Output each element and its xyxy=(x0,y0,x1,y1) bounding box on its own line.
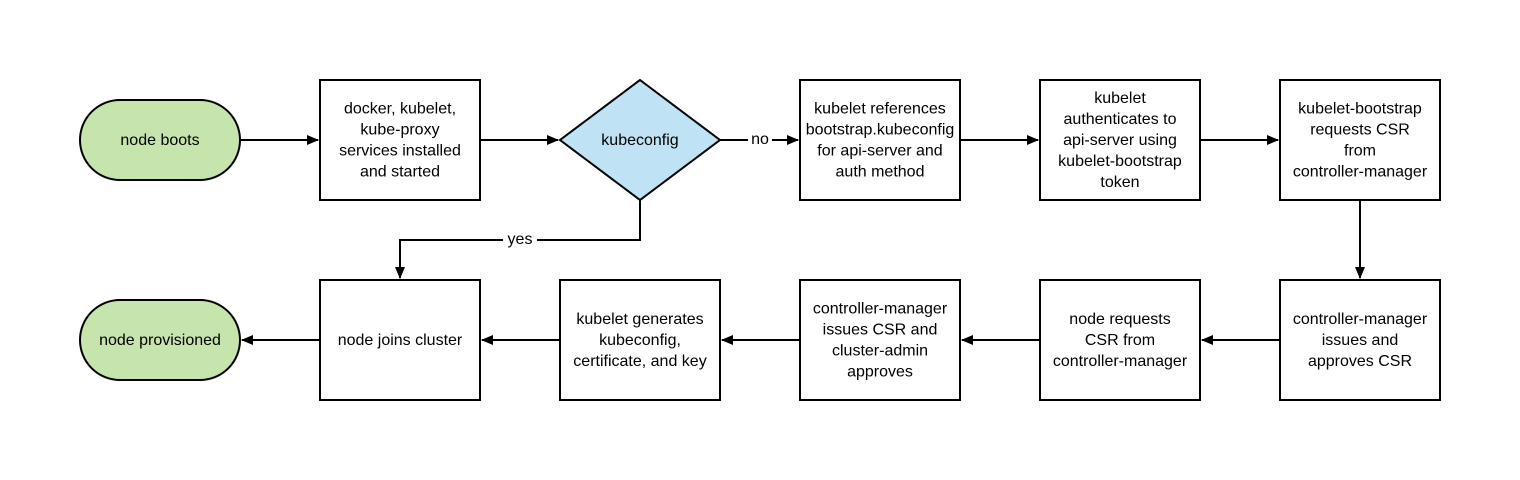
label-line: bootstrap.kubeconfig xyxy=(806,122,955,139)
label-line: authenticates to xyxy=(1064,111,1177,128)
edge-label-yes: yes xyxy=(508,231,533,248)
decision-kubeconfig: kubeconfig xyxy=(558,78,722,202)
label-line: node boots xyxy=(120,132,199,149)
process-kubelet-authenticates: kubelet authenticates to api-server using k… xyxy=(1039,79,1201,201)
process-cm-issues-admin-approves: controller-manager issues CSR and cluster-… xyxy=(799,279,961,401)
label-line: node provisioned xyxy=(99,332,221,349)
terminal-node-provisioned: node provisioned xyxy=(79,299,241,381)
label-line: kubelet-bootstrap xyxy=(1298,101,1422,118)
label-line: issues CSR and xyxy=(823,322,938,339)
label-line: from xyxy=(1344,143,1376,160)
label-line: controller-manager xyxy=(1293,164,1428,181)
label-line: approves xyxy=(847,364,913,381)
label-line: requests CSR xyxy=(1310,122,1410,139)
kubelet-authenticates-label: kubelet authenticates to api-server using k… xyxy=(1058,90,1182,191)
label-line: node joins cluster xyxy=(338,332,463,349)
kubeconfig-label: kubeconfig xyxy=(601,132,678,149)
kubelet-generates-label: kubelet generates kubeconfig, certificate,… xyxy=(573,311,706,370)
cm-issues-admin-approves-label: controller-manager issues CSR and cluster-… xyxy=(813,301,948,381)
label-line: auth method xyxy=(836,164,925,181)
services-installed-label: docker, kubelet, kube-proxy services insta… xyxy=(339,101,461,181)
label-line: token xyxy=(1100,174,1139,191)
label-line: CSR from xyxy=(1085,332,1155,349)
label-line: controller-manager xyxy=(1293,311,1428,328)
label-line: kubelet generates xyxy=(576,311,703,328)
label-line: certificate, and key xyxy=(573,353,706,370)
label-line: api-server using xyxy=(1063,132,1177,149)
label-line: cluster-admin xyxy=(832,343,928,360)
label-line: issues and xyxy=(1322,332,1399,349)
label-line: controller-manager xyxy=(813,301,948,318)
label-line: and started xyxy=(360,164,440,181)
process-cm-issues-approves: controller-manager issues and approves CSR xyxy=(1279,279,1441,401)
bootstrap-requests-csr-label: kubelet-bootstrap requests CSR from control… xyxy=(1293,101,1428,181)
node-provisioned-label: node provisioned xyxy=(99,332,221,349)
label-line: kubeconfig xyxy=(601,132,678,149)
label-line: kubelet references xyxy=(814,101,946,118)
label-line: kubeconfig, xyxy=(599,332,681,349)
process-bootstrap-requests-csr: kubelet-bootstrap requests CSR from control… xyxy=(1279,79,1441,201)
cm-issues-approves-label: controller-manager issues and approves CSR xyxy=(1293,311,1428,370)
label-line: approves CSR xyxy=(1308,353,1412,370)
node-joins-label: node joins cluster xyxy=(338,332,463,349)
kubelet-references-label: kubelet references bootstrap.kubeconfig fo… xyxy=(806,101,955,181)
label-line: docker, kubelet, xyxy=(344,101,456,118)
label-line: kubelet xyxy=(1094,90,1146,107)
process-node-joins: node joins cluster xyxy=(319,279,481,401)
process-kubelet-references: kubelet references bootstrap.kubeconfig fo… xyxy=(799,79,961,201)
process-services-installed: docker, kubelet, kube-proxy services insta… xyxy=(319,79,481,201)
label-line: kubelet-bootstrap xyxy=(1058,153,1182,170)
edge-label-no: no xyxy=(751,131,769,148)
label-line: node requests xyxy=(1069,311,1170,328)
label-line: controller-manager xyxy=(1053,353,1188,370)
label-line: for api-server and xyxy=(817,143,942,160)
label-line: kube-proxy xyxy=(360,122,439,139)
process-kubelet-generates: kubelet generates kubeconfig, certificate,… xyxy=(559,279,721,401)
node-boots-label: node boots xyxy=(120,132,199,149)
terminal-node-boots: node boots xyxy=(79,99,241,181)
label-line: services installed xyxy=(339,143,461,160)
